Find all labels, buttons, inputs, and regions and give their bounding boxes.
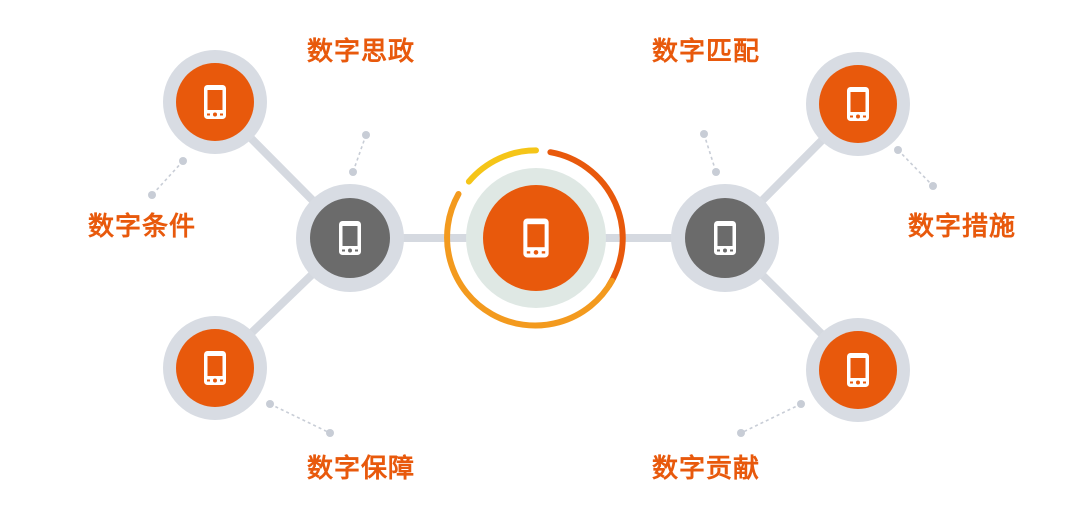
right-hub-node (671, 184, 779, 292)
label-mid-right: 数字措施 (908, 212, 1017, 242)
right-hub-phone-icon (714, 221, 736, 255)
label-bottom-left: 数字保障 (307, 454, 416, 484)
pointer-dot (179, 157, 187, 165)
pointer-dot (737, 429, 745, 437)
ring-arc-yellow (465, 147, 539, 185)
label-top-left: 数字思政 (307, 37, 416, 67)
left-hub-phone-icon (339, 221, 361, 255)
label-top-right: 数字匹配 (652, 37, 761, 67)
pointer-dot (929, 182, 937, 190)
node-bottom-right (806, 318, 910, 422)
dashed-pointers (148, 130, 937, 437)
center-node (444, 147, 626, 329)
node-bottom-left (163, 316, 267, 420)
pointer-dot (894, 146, 902, 154)
pointer-dot (700, 130, 708, 138)
top-left-phone-icon (204, 85, 226, 119)
center-phone-icon (523, 218, 549, 258)
pointer-dot (148, 191, 156, 199)
bottom-right-phone-icon (847, 353, 869, 387)
node-top-left (163, 50, 267, 154)
pointer-dot (349, 168, 357, 176)
label-mid-left: 数字条件 (88, 212, 197, 242)
pointer-dot (797, 400, 805, 408)
bottom-left-phone-icon (204, 351, 226, 385)
pointer-dot (362, 131, 370, 139)
pointer-dot (712, 168, 720, 176)
pointer-dot (326, 429, 334, 437)
label-bottom-right: 数字贡献 (652, 454, 761, 484)
pointer-dot (266, 400, 274, 408)
top-right-phone-icon (847, 87, 869, 121)
node-top-right (806, 52, 910, 156)
left-hub-node (296, 184, 404, 292)
ring-arc-amber (444, 191, 615, 329)
ring-arc-orange (547, 149, 626, 289)
